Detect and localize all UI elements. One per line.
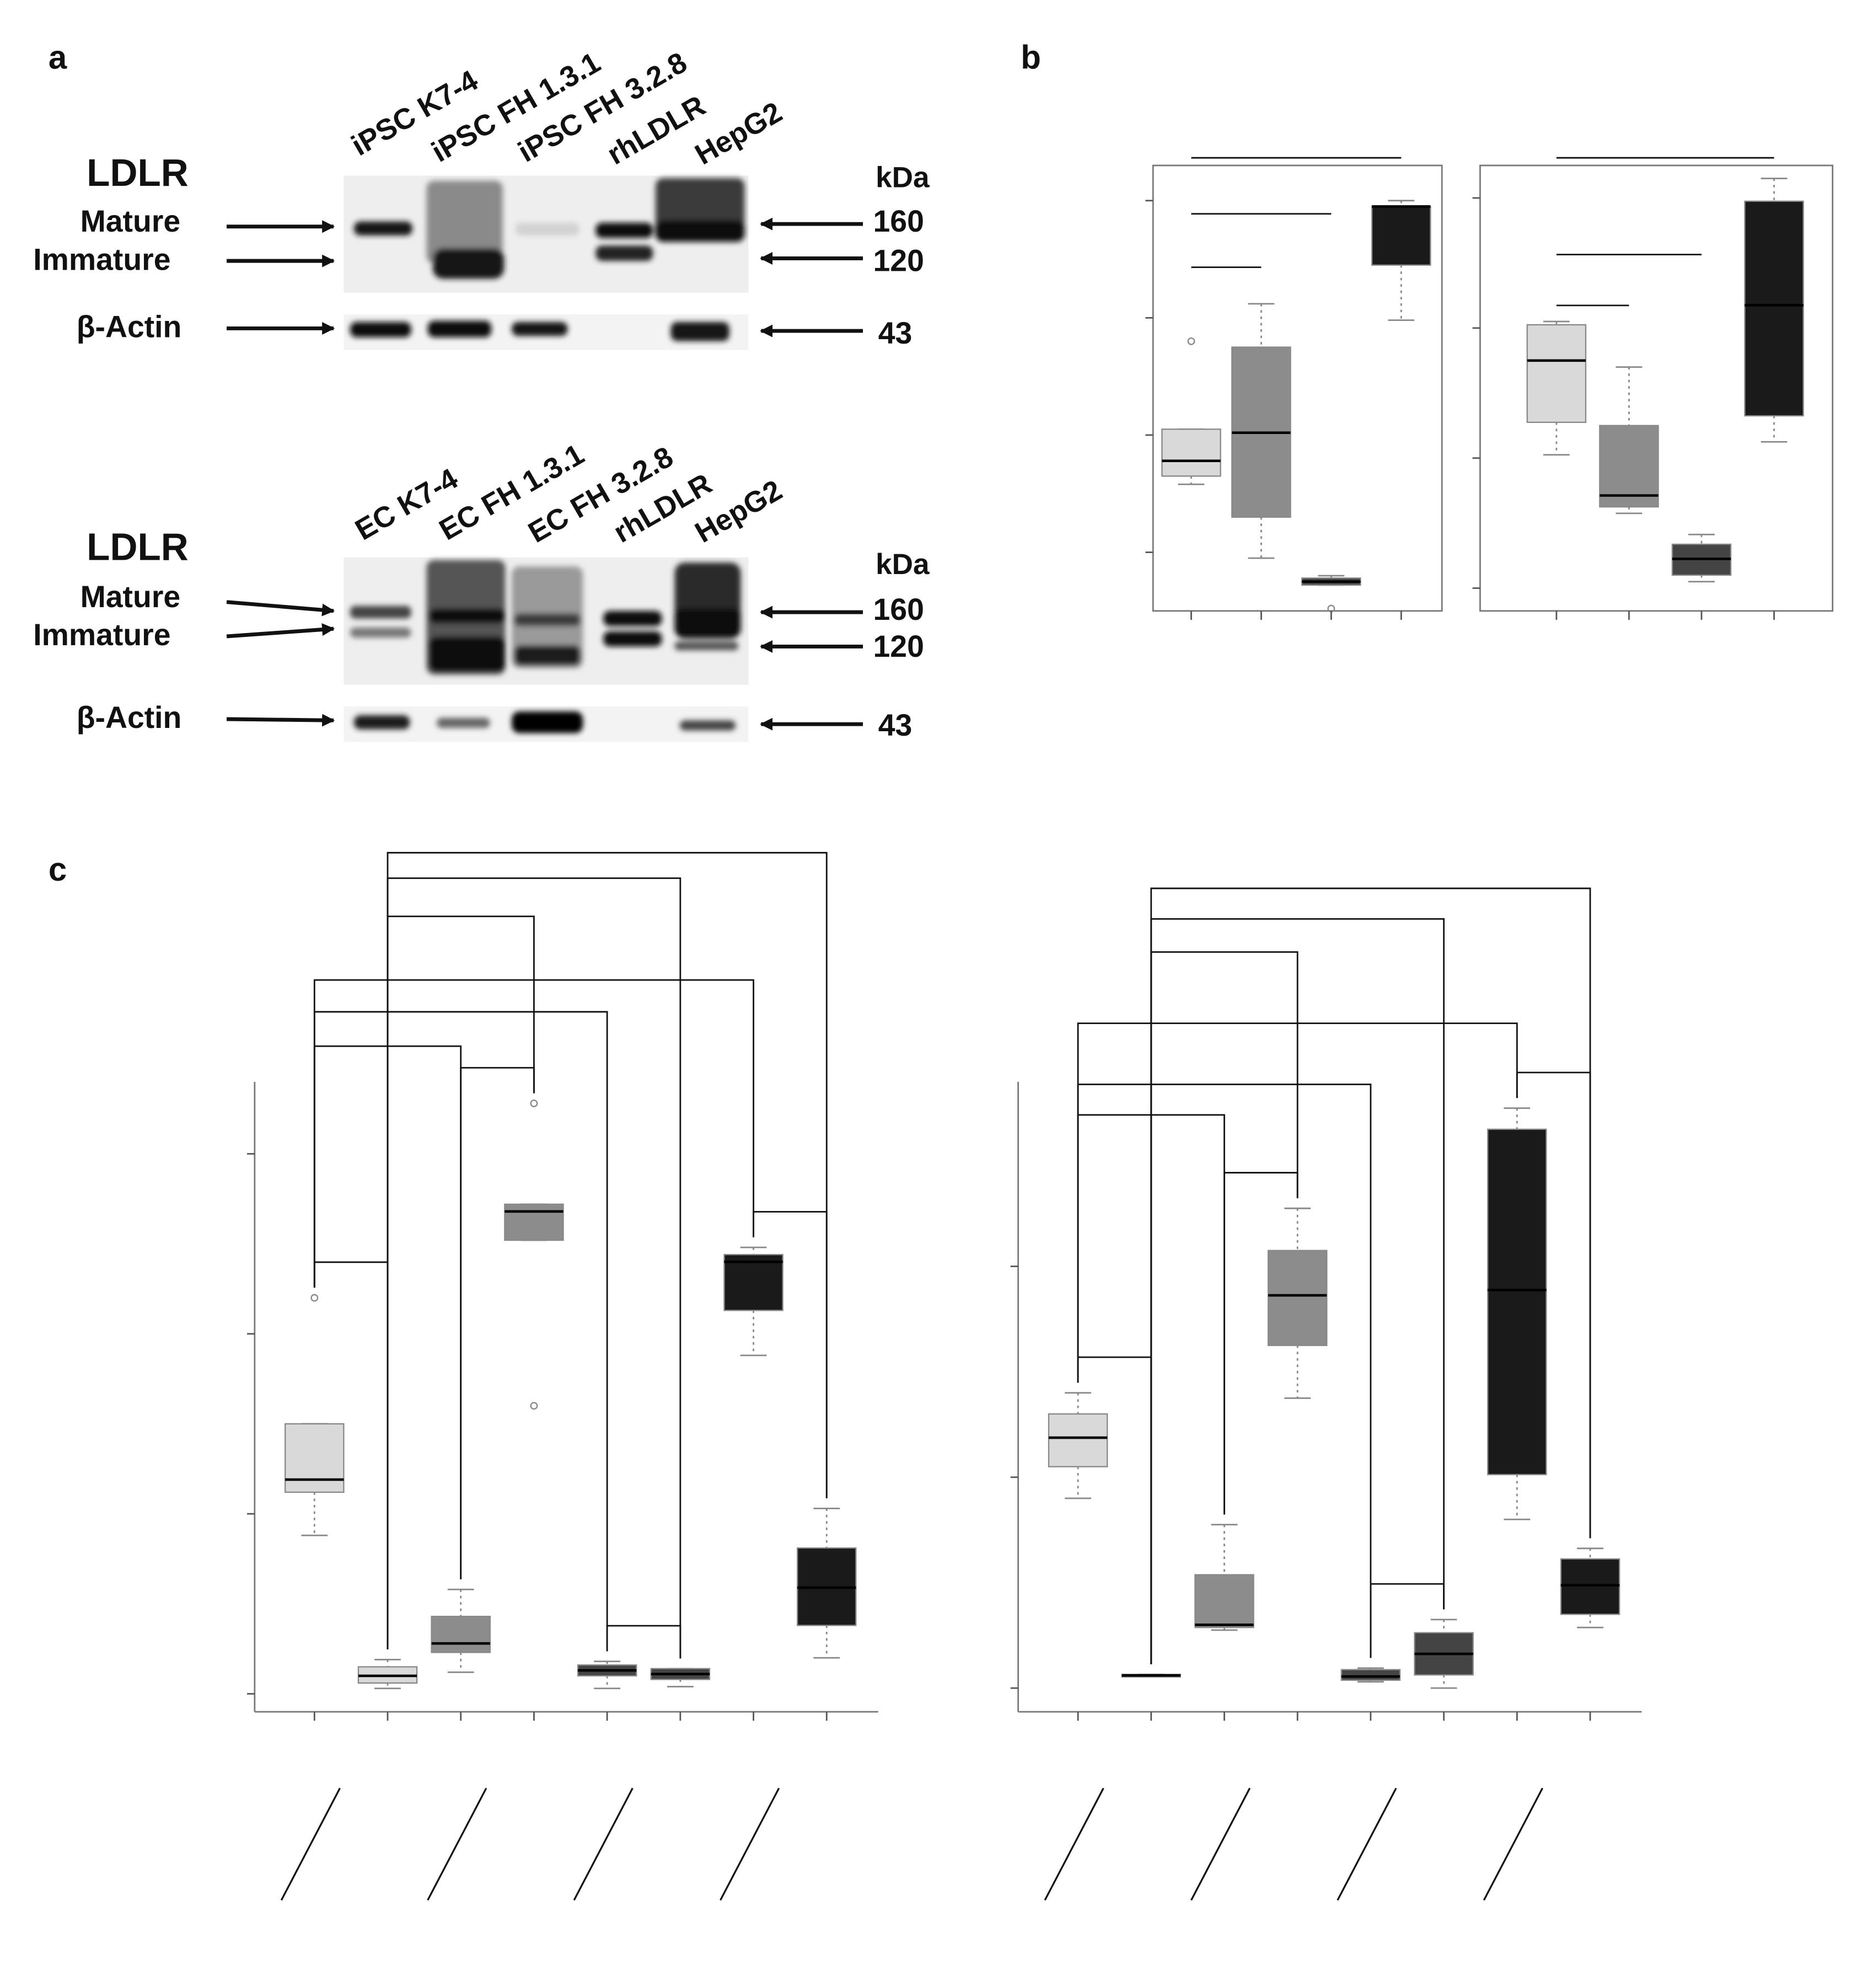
lane-labels-ec: EC K7-4 EC FH 1.3.1 EC FH 3.2.8 rhLDLR H… [350, 438, 788, 549]
immature-label: Immature [33, 242, 170, 276]
arrow-right-icon [226, 623, 335, 639]
marker-43: 43 [878, 708, 913, 742]
kda-label: kDa [876, 161, 930, 194]
box [1599, 425, 1659, 508]
group-separator [1044, 1787, 1104, 1901]
box [1048, 1413, 1108, 1467]
significance-bracket [460, 1067, 535, 1579]
mature-label: Mature [81, 204, 181, 238]
arrow-right-icon [226, 600, 335, 617]
panel-label-b: b [1021, 39, 1041, 76]
western-blot-ipsc: iPSC K7-4 iPSC FH 1.3.1 iPSC FH 3.2.8 rh… [33, 46, 930, 351]
mature-label: Mature [81, 580, 181, 614]
group-separator [1483, 1787, 1543, 1901]
box [431, 1616, 491, 1653]
significance-bracket [1150, 887, 1591, 1664]
box [723, 1253, 784, 1311]
plot-frame [1152, 164, 1443, 612]
significance-bracket [1077, 1356, 1152, 1664]
panel-label-a: a [49, 39, 67, 76]
chart-c-right [1010, 887, 1642, 1901]
box [1267, 1250, 1328, 1346]
arrow-right-icon [227, 714, 335, 727]
kda-label: kDa [876, 548, 930, 581]
box [1487, 1128, 1547, 1476]
marker-160: 160 [873, 204, 924, 238]
marker-120: 120 [873, 629, 924, 663]
outlier-point [310, 1294, 319, 1302]
chart-b-left [1145, 157, 1443, 620]
box [1340, 1669, 1401, 1681]
box [1744, 200, 1804, 417]
chart-b-right [1472, 157, 1834, 620]
blot-image-ec [344, 557, 749, 742]
box [504, 1203, 564, 1241]
group-separator [720, 1787, 780, 1901]
lane-labels-ipsc: iPSC K7-4 iPSC FH 1.3.1 iPSC FH 3.2.8 rh… [346, 46, 788, 172]
group-separator [280, 1787, 341, 1901]
box [1371, 206, 1431, 266]
blot-image-ipsc [344, 175, 749, 350]
outlier-point [1187, 337, 1195, 345]
actin-label: β-Actin [77, 310, 182, 344]
group-separator [573, 1787, 634, 1901]
significance-bracket [387, 851, 828, 1650]
group-separator [1337, 1787, 1397, 1901]
blot-title: LDLR [87, 525, 189, 568]
blot-title: LDLR [87, 151, 189, 194]
box [1194, 1574, 1254, 1628]
panel-label-c: c [49, 851, 67, 888]
group-separator [1190, 1787, 1251, 1901]
group-separator [427, 1787, 487, 1901]
actin-label: β-Actin [77, 700, 182, 735]
significance-bracket [606, 1625, 682, 1659]
box [1526, 324, 1587, 423]
marker-160: 160 [873, 592, 924, 626]
box [1161, 428, 1221, 477]
outlier-point [530, 1099, 538, 1107]
box [285, 1423, 345, 1493]
immature-label: Immature [33, 618, 170, 652]
box [1560, 1558, 1620, 1615]
western-blot-ec: EC K7-4 EC FH 1.3.1 EC FH 3.2.8 rhLDLR H… [33, 438, 930, 742]
marker-120: 120 [873, 244, 924, 278]
chart-c-left [246, 851, 878, 1901]
marker-43: 43 [878, 316, 913, 350]
plot-frame [1479, 164, 1834, 612]
outlier-point [530, 1402, 538, 1410]
